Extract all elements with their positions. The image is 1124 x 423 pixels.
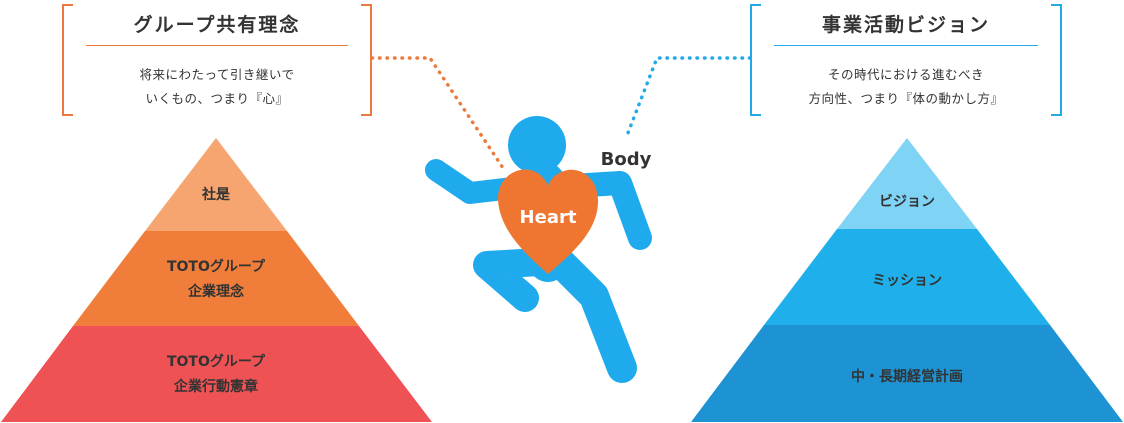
tier-label-corporate-philosophy-line-1: TOTOグループ xyxy=(167,258,266,275)
panel-description-line-2: 方向性、つまり『体の動かし方』 xyxy=(808,91,1004,106)
pyramid-tier-company-motto xyxy=(145,138,287,231)
panel-description-line-1: 将来にわたって引き継いで xyxy=(139,67,295,82)
heart-shape xyxy=(497,169,599,274)
business-vision-panel: 事業活動ビジョン その時代における進むべき 方向性、つまり『体の動かし方』 xyxy=(750,0,1062,116)
tier-label-vision: ビジョン xyxy=(879,194,935,210)
tier-label-code-of-conduct-line-2: 企業行動憲章 xyxy=(173,378,258,395)
right-bracket xyxy=(361,4,372,116)
left-bracket xyxy=(62,4,73,116)
figure-back-leg xyxy=(473,248,554,312)
heart-label: Heart xyxy=(520,207,577,228)
panel-divider xyxy=(774,45,1038,46)
left-pyramid: 社是 TOTOグループ 企業理念 TOTOグループ 企業行動憲章 xyxy=(1,138,432,422)
body-connector-line xyxy=(624,56,752,140)
right-pyramid: ビジョン ミッション 中・長期経営計画 xyxy=(691,138,1123,422)
panel-divider xyxy=(86,45,348,46)
figure-front-leg xyxy=(545,247,637,383)
figure-back-arm xyxy=(425,159,524,204)
heart-connector-line xyxy=(370,56,505,170)
tier-label-mid-long-term-plan: 中・長期経営計画 xyxy=(851,368,963,385)
tier-label-code-of-conduct-line-1: TOTOグループ xyxy=(167,353,266,370)
right-bracket xyxy=(1051,4,1062,116)
pyramid-tier-vision xyxy=(837,138,977,229)
figure-head xyxy=(508,116,566,174)
tier-label-company-motto: 社是 xyxy=(201,186,231,203)
panel-title: 事業活動ビジョン xyxy=(821,14,990,36)
panel-title: グループ共有理念 xyxy=(133,14,301,36)
running-figure: Heart Body xyxy=(425,116,652,383)
tier-label-corporate-philosophy-line-2: 企業理念 xyxy=(187,283,245,300)
body-label: Body xyxy=(601,149,652,170)
pyramid-tier-corporate-philosophy xyxy=(73,231,359,326)
tier-label-mission: ミッション xyxy=(872,273,942,289)
panel-description-line-2: いくもの、つまり『心』 xyxy=(145,91,289,106)
left-bracket xyxy=(750,4,761,116)
pyramid-tier-mid-long-term-plan xyxy=(691,325,1123,422)
group-shared-philosophy-panel: グループ共有理念 将来にわたって引き継いで いくもの、つまり『心』 xyxy=(62,0,372,116)
pyramid-tier-code-of-conduct xyxy=(1,326,432,422)
pyramid-tier-mission xyxy=(764,229,1050,325)
panel-description-line-1: その時代における進むべき xyxy=(827,67,984,82)
